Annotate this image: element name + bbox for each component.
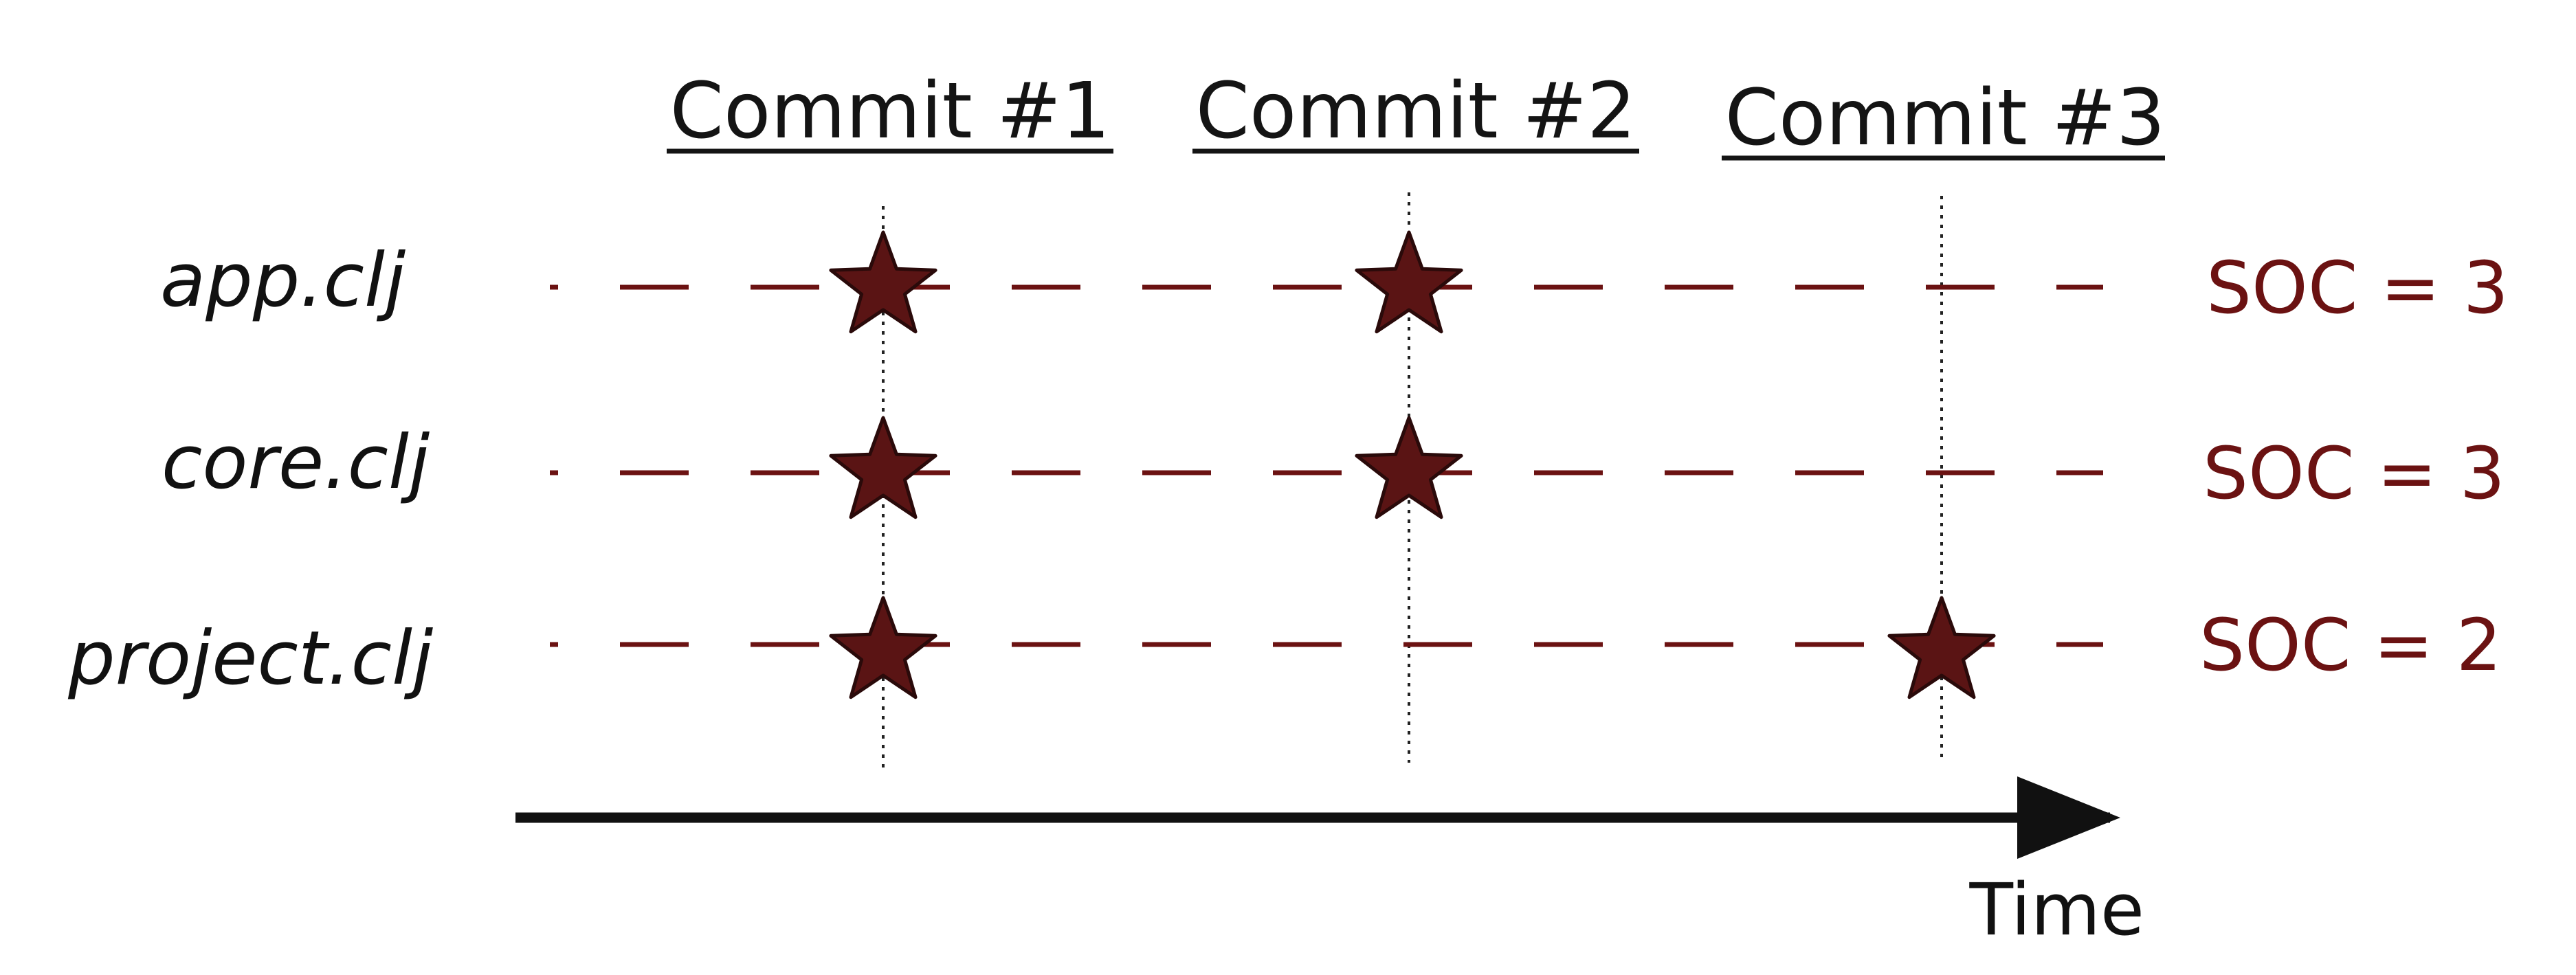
file-label-core: core.clj [162, 420, 430, 506]
commit-2-title: Commit #2 [1196, 67, 1636, 156]
change-star [1355, 416, 1463, 519]
commit-3-title: Commit #3 [1725, 74, 2166, 163]
change-star [1355, 230, 1463, 334]
change-star [1887, 596, 1996, 699]
soc-labels: SOC = 3 SOC = 3 SOC = 2 [2199, 246, 2509, 687]
file-label-project: project.clj [67, 616, 433, 702]
soc-label-app: SOC = 3 [2206, 246, 2509, 330]
file-label-app: app.clj [160, 238, 406, 324]
soc-label-project: SOC = 2 [2199, 603, 2502, 687]
timelines [550, 284, 2103, 647]
commit-1-title: Commit #1 [670, 67, 1111, 156]
change-star [829, 230, 937, 334]
soc-label-core: SOC = 3 [2203, 432, 2505, 515]
change-markers [829, 230, 1996, 699]
file-labels: app.clj core.clj project.clj [67, 238, 433, 702]
change-star [829, 596, 937, 699]
time-label: Time [1968, 868, 2144, 952]
change-star [829, 416, 937, 519]
commit-headers: Commit #1 Commit #2 Commit #3 [667, 67, 2165, 163]
time-axis: Time [515, 776, 2144, 952]
